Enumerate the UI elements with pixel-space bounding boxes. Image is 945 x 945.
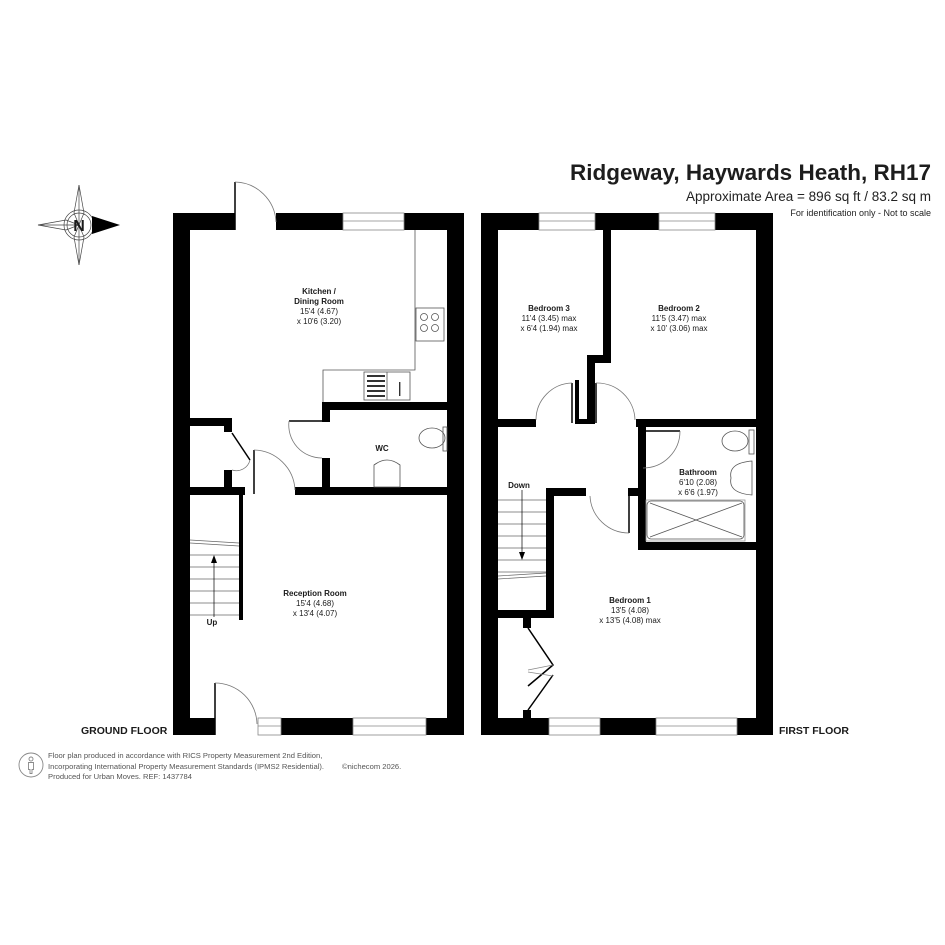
reception-windows [257,717,427,736]
svg-text:15'4 (4.67): 15'4 (4.67) [300,307,338,316]
bedroom-doors [535,382,681,534]
first-floor-windows [538,212,738,736]
ground-floor-label: GROUND FLOOR [81,725,168,737]
svg-text:6'10 (2.08): 6'10 (2.08) [679,478,717,487]
reception-label: Reception Room 15'4 (4.68) x 13'4 (4.07) [283,589,347,618]
svg-text:Bedroom 1: Bedroom 1 [609,596,651,605]
stairs-arrow-icon [211,555,217,563]
bedroom2-label: Bedroom 2 11'5 (3.47) max x 10' (3.06) m… [650,304,707,333]
bathroom-label: Bathroom 6'10 (2.08) x 6'6 (1.97) [678,468,718,497]
copyright: ©nichecom 2026. [342,761,402,771]
svg-text:11'4 (3.45) max: 11'4 (3.45) max [522,314,577,323]
accessibility-person-icon [18,752,44,778]
hall-door [253,449,296,494]
compass-letter: N [73,218,85,235]
svg-text:Dining Room: Dining Room [294,297,344,306]
first-floor-walls [481,213,773,735]
svg-text:Bedroom 2: Bedroom 2 [658,304,700,313]
svg-text:x 13'5 (4.08) max: x 13'5 (4.08) max [599,616,661,625]
svg-text:Bedroom 3: Bedroom 3 [528,304,570,313]
scale-disclaimer: For identification only - Not to scale [790,208,931,218]
first-floor-plan: Down Bedroom 3 11'4 (3.45) max x 6'4 (1.… [481,212,773,736]
svg-text:x 6'6 (1.97): x 6'6 (1.97) [678,488,718,497]
svg-text:x 6'4 (1.94) max: x 6'4 (1.94) max [520,324,577,333]
footer-line-2: Incorporating International Property Mea… [48,761,402,771]
footer-text: Floor plan produced in accordance with R… [48,751,401,783]
svg-text:Reception Room: Reception Room [283,589,347,598]
wardrobe-doors [527,627,554,711]
cupboard-door [231,432,251,461]
first-floor-label: FIRST FLOOR [779,725,849,737]
svg-text:13'5 (4.08): 13'5 (4.08) [611,606,649,615]
svg-text:x 13'4 (4.07): x 13'4 (4.07) [293,609,338,618]
approximate-area: Approximate Area = 896 sq ft / 83.2 sq m [685,189,931,204]
kitchen-sink-drainer [367,375,401,397]
stairs-down [497,490,547,580]
front-door [214,682,258,735]
property-title: Ridgeway, Haywards Heath, RH17 [570,160,931,185]
stairs-up [189,539,240,617]
svg-text:15'4 (4.68): 15'4 (4.68) [296,599,334,608]
wc-door [288,420,323,459]
svg-text:11'5 (3.47) max: 11'5 (3.47) max [652,314,707,323]
svg-text:x 10'6 (3.20): x 10'6 (3.20) [297,317,342,326]
bedroom3-label: Bedroom 3 11'4 (3.45) max x 6'4 (1.94) m… [520,304,577,333]
svg-text:Kitchen /: Kitchen / [302,287,337,296]
stairs-up-label: Up [207,618,218,627]
kitchen-door [234,181,277,230]
wc-fixtures [373,426,448,488]
kitchen-window [342,212,405,231]
svg-text:Bathroom: Bathroom [679,468,717,477]
north-compass-icon: N [34,183,124,267]
stairs-arrow-icon [519,552,525,560]
footer-line-1: Floor plan produced in accordance with R… [48,751,323,760]
stairs-down-label: Down [508,481,530,490]
kitchen-label: Kitchen / Dining Room 15'4 (4.67) x 10'6… [294,287,344,326]
wc-label: WC [375,444,389,453]
footer-line-3: Produced for Urban Moves. REF: 1437784 [48,772,192,781]
bedroom1-label: Bedroom 1 13'5 (4.08) x 13'5 (4.08) max [599,596,661,625]
svg-text:x 10' (3.06) max: x 10' (3.06) max [650,324,707,333]
ground-floor-walls [173,213,464,735]
bathroom-fixtures [645,429,755,542]
ground-floor-plan: Up Kitchen / Dining Room 15'4 (4.67) x 1… [173,181,464,736]
kitchen-worktop [322,230,445,402]
